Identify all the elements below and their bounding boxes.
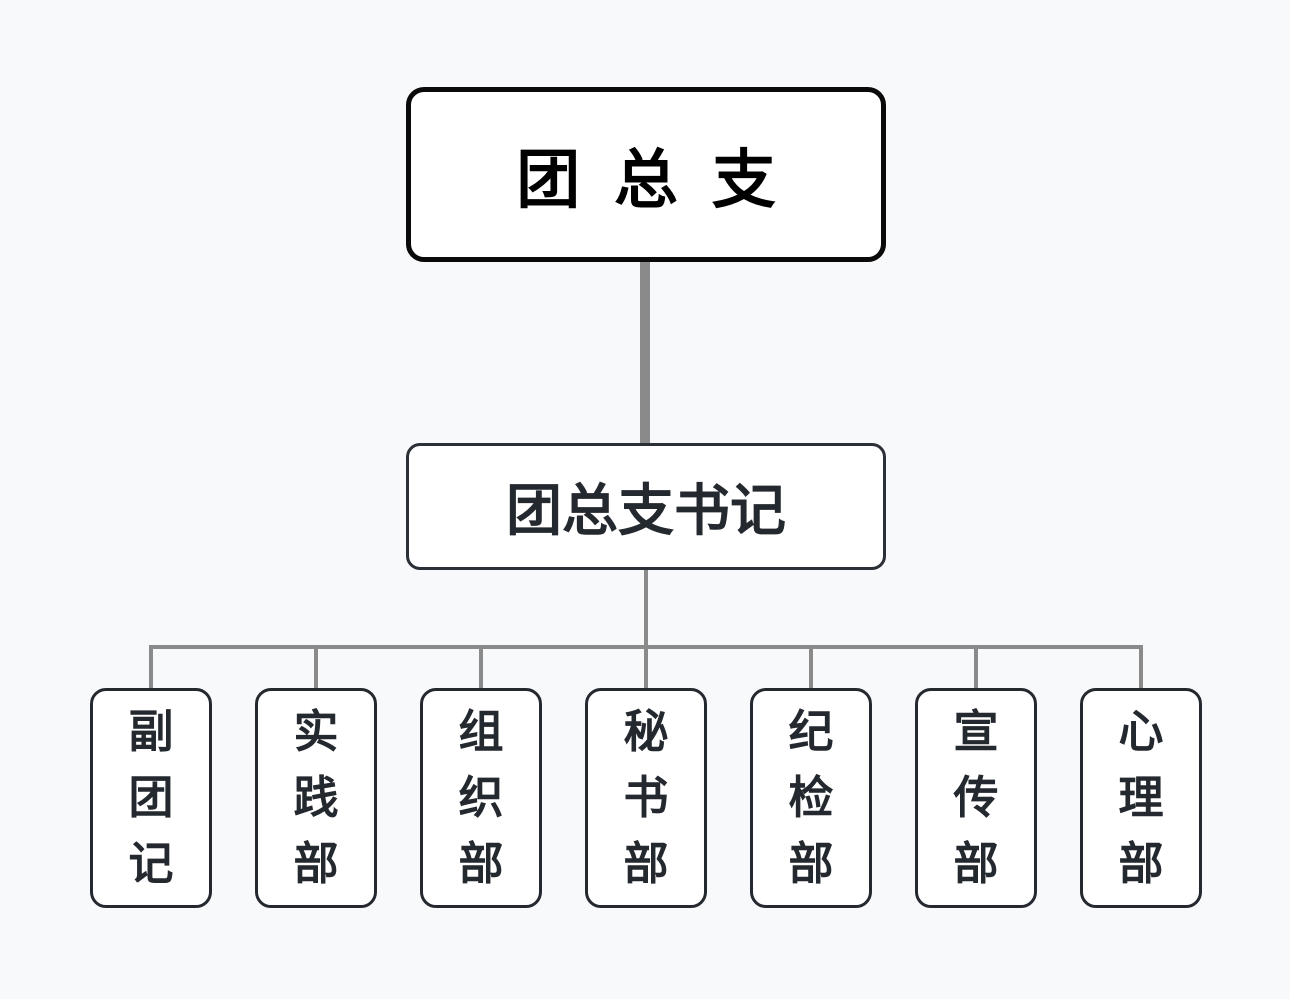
org-node-dept-secretariat: 秘书部 <box>585 688 707 908</box>
org-node-dept-organization: 组织部 <box>420 688 542 908</box>
dept-label: 组织部 <box>458 706 504 889</box>
connector-stub-dept-4 <box>644 645 648 689</box>
connector-stub-dept-1 <box>149 645 153 689</box>
org-node-root-label: 团 总 支 <box>516 143 784 216</box>
connector-stub-dept-5 <box>809 645 813 689</box>
dept-label: 副团记 <box>128 706 174 889</box>
dept-label: 纪检部 <box>788 706 834 889</box>
org-node-dept-practice: 实践部 <box>255 688 377 908</box>
dept-label: 秘书部 <box>623 706 669 889</box>
connector-stub-dept-6 <box>974 645 978 689</box>
org-node-secretary: 团总支书记 <box>406 443 886 570</box>
connector-stub-dept-3 <box>479 645 483 689</box>
org-node-root: 团 总 支 <box>406 87 886 262</box>
dept-label: 实践部 <box>293 706 339 889</box>
connector-root-to-secretary <box>640 260 650 446</box>
org-node-dept-deputy-secretary: 副团记 <box>90 688 212 908</box>
dept-label: 心理部 <box>1118 706 1164 889</box>
org-node-dept-psychology: 心理部 <box>1080 688 1202 908</box>
org-node-dept-discipline: 纪检部 <box>750 688 872 908</box>
org-node-secretary-label: 团总支书记 <box>506 479 786 542</box>
connector-secretary-to-bus <box>644 568 648 648</box>
dept-label: 宣传部 <box>953 706 999 889</box>
connector-stub-dept-2 <box>314 645 318 689</box>
org-node-dept-publicity: 宣传部 <box>915 688 1037 908</box>
connector-stub-dept-7 <box>1139 645 1143 689</box>
